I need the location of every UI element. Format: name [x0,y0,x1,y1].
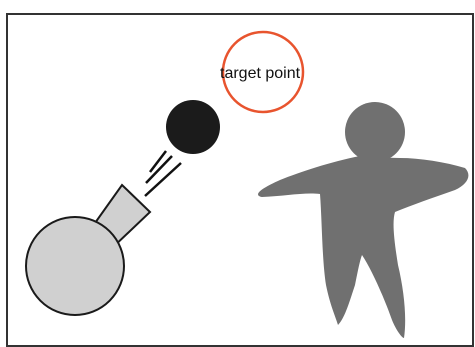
cannon-base [25,216,125,316]
human-figure [258,102,469,338]
motion-line [144,162,182,197]
motion-lines [144,150,182,197]
cannonball [166,100,220,154]
cannon [25,183,152,316]
figure-body [258,156,469,338]
motion-line [149,150,167,173]
target-point-label: target point [220,65,301,82]
motion-line [145,155,173,184]
target-point-ring [221,30,305,114]
figure-head [345,102,405,162]
